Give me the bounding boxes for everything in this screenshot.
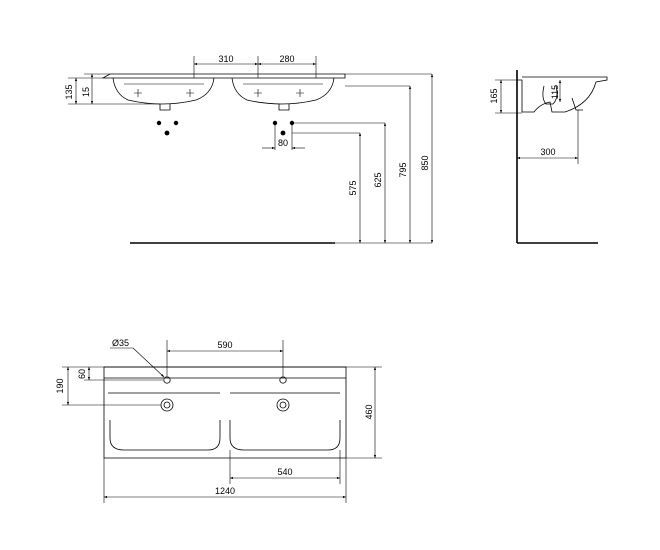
side-waste-trap bbox=[542, 85, 558, 105]
left-plan-drain-inner bbox=[163, 401, 171, 409]
right-waste-point bbox=[280, 130, 286, 136]
dim-590-label: 590 bbox=[217, 340, 232, 350]
dim-15-label: 15 bbox=[81, 87, 91, 97]
right-bowl-center-mark-2 bbox=[296, 89, 304, 97]
left-bowl-center-mark-2 bbox=[186, 89, 194, 97]
left-waste-point bbox=[164, 130, 170, 136]
dim-625-label: 625 bbox=[373, 172, 383, 187]
dim-300-label: 300 bbox=[540, 147, 555, 157]
right-bowl-outline bbox=[231, 77, 335, 105]
dim-280-label: 280 bbox=[279, 54, 294, 64]
left-bowl-center-mark bbox=[134, 89, 142, 97]
side-elevation-view: 165 115 300 bbox=[489, 70, 608, 244]
dim-575-label: 575 bbox=[348, 180, 358, 195]
dim-80-label: 80 bbox=[278, 138, 288, 148]
top-plan-view: Ø35 590 60 190 460 540 1240 bbox=[55, 338, 382, 503]
left-plan-drain-outer bbox=[160, 398, 174, 412]
right-tap-hole bbox=[279, 376, 287, 384]
basin-plan-outline bbox=[103, 366, 347, 459]
right-plan-drain-outer bbox=[276, 398, 290, 412]
dim-850-label: 850 bbox=[420, 155, 430, 170]
dim-190-label: 190 bbox=[55, 378, 65, 393]
right-bowl-center-mark bbox=[254, 89, 262, 97]
dim-310-label: 310 bbox=[218, 54, 233, 64]
left-bowl-outline bbox=[112, 77, 215, 105]
basin-side-profile bbox=[517, 76, 608, 113]
dim-115-label: 115 bbox=[550, 85, 560, 99]
dim-diameter-35-label: Ø35 bbox=[112, 338, 129, 348]
right-bowl-front bbox=[229, 420, 341, 451]
right-drain bbox=[278, 104, 290, 111]
dim-460-label: 460 bbox=[364, 404, 374, 419]
left-supply-point-1 bbox=[156, 120, 162, 126]
dim-795-label: 795 bbox=[398, 162, 408, 177]
dim-60-label: 60 bbox=[77, 369, 87, 379]
dim-165-label: 165 bbox=[489, 88, 499, 103]
front-elevation-view: 310 280 135 15 80 575 625 795 850 bbox=[64, 54, 434, 244]
left-bowl-front bbox=[109, 420, 221, 451]
dim-540-label: 540 bbox=[277, 467, 292, 477]
left-tap-hole bbox=[163, 376, 171, 384]
right-plan-drain-inner bbox=[279, 401, 287, 409]
left-drain bbox=[159, 104, 171, 111]
side-bowl-contour bbox=[571, 97, 583, 111]
dim-135-label: 135 bbox=[64, 84, 74, 99]
dim-1240-label: 1240 bbox=[215, 486, 235, 496]
left-supply-point-2 bbox=[173, 120, 179, 126]
basin-top-slab bbox=[101, 73, 346, 79]
